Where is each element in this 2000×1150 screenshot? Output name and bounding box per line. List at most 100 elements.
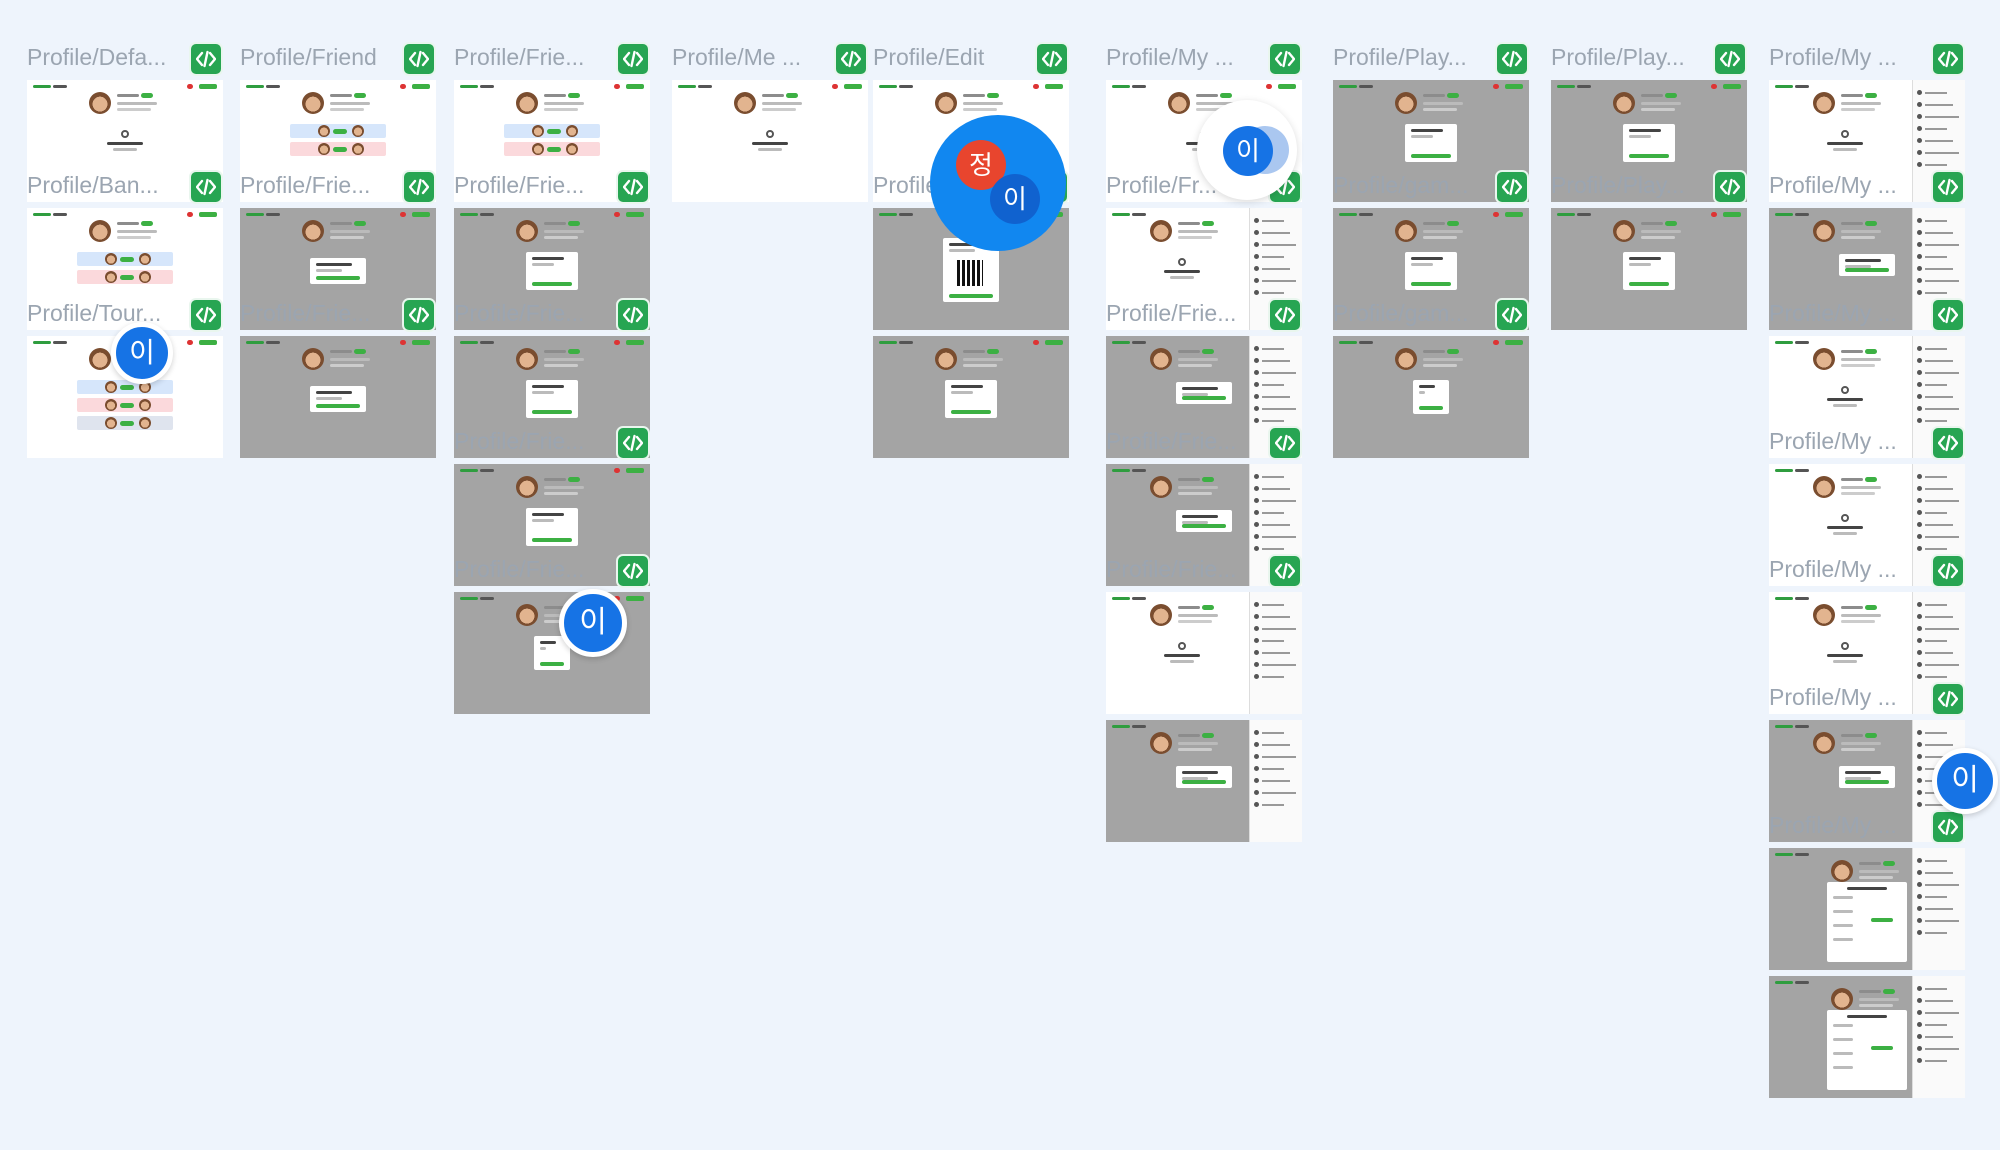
dev-mode-button[interactable] xyxy=(1713,42,1747,76)
frame-label[interactable]: Profile/Frie... xyxy=(1106,428,1237,454)
thumb-side-line xyxy=(1262,360,1290,362)
dev-mode-button[interactable] xyxy=(1495,298,1529,332)
frame-label[interactable]: Profile/Frie... xyxy=(454,300,585,326)
dev-mode-button[interactable] xyxy=(616,426,650,460)
frame-label[interactable]: Profile/Me ... xyxy=(672,44,802,70)
frame-label[interactable]: Profile/Frie... xyxy=(454,44,585,70)
frame-label[interactable]: Profile/Ban... xyxy=(27,172,159,198)
dev-mode-button[interactable] xyxy=(1495,170,1529,204)
dev-mode-button[interactable] xyxy=(1268,426,1302,460)
dev-mode-button[interactable] xyxy=(402,42,436,76)
frame-thumbnail[interactable] xyxy=(1106,592,1302,714)
collaborator-avatar[interactable]: 이 xyxy=(990,174,1040,224)
frame-card[interactable] xyxy=(1769,938,1965,1098)
dev-mode-button[interactable] xyxy=(1495,42,1529,76)
dev-mode-button[interactable] xyxy=(1268,554,1302,588)
collaborator-avatar[interactable]: 이 xyxy=(1932,748,1998,814)
dev-mode-button[interactable] xyxy=(616,298,650,332)
frame-thumbnail[interactable] xyxy=(454,80,650,202)
frame-card[interactable]: Profile/Frie... xyxy=(1106,554,1302,714)
thumb-row-avatar xyxy=(352,125,364,137)
code-brackets-icon xyxy=(1938,178,1958,196)
dev-mode-button[interactable] xyxy=(1931,810,1965,844)
frame-label[interactable]: Profile/Play... xyxy=(1333,44,1467,70)
frame-label[interactable]: Profile/Edit xyxy=(873,44,985,70)
collaborator-group[interactable]: 정 이 xyxy=(930,115,1066,251)
thumb-logo-text xyxy=(266,213,280,216)
frame-card[interactable]: Profile/Frie... xyxy=(240,298,436,458)
dev-mode-button[interactable] xyxy=(616,170,650,204)
frame-label[interactable]: Profile/Play... xyxy=(1551,172,1685,198)
frame-thumbnail[interactable] xyxy=(873,336,1069,458)
collaborator-avatar[interactable]: 이 xyxy=(559,589,627,657)
dev-mode-button[interactable] xyxy=(1931,682,1965,716)
dev-mode-button[interactable] xyxy=(402,170,436,204)
dev-mode-button[interactable] xyxy=(616,42,650,76)
thumb-logo xyxy=(1775,853,1793,856)
frame-label[interactable]: Profile/Frie... xyxy=(240,172,371,198)
thumb-modal-text xyxy=(951,391,973,394)
collaborator-group[interactable]: 이 xyxy=(1197,100,1297,200)
thumb-modal-title xyxy=(540,641,556,644)
dev-mode-button[interactable] xyxy=(834,42,868,76)
frame-thumbnail[interactable] xyxy=(1551,208,1747,330)
frame-card[interactable] xyxy=(873,298,1069,458)
frame-card[interactable]: Profile/Me ... xyxy=(672,42,868,202)
frame-thumbnail[interactable] xyxy=(1769,848,1965,970)
frame-label[interactable]: Profile/gam... xyxy=(1333,172,1469,198)
dev-mode-button[interactable] xyxy=(402,298,436,332)
frame-label[interactable]: Profile/Defa... xyxy=(27,44,167,70)
frame-card[interactable]: Profile/Frie... xyxy=(454,42,650,202)
collaborator-avatar[interactable]: 이 xyxy=(1223,126,1273,176)
frame-label[interactable]: Profile/Frie... xyxy=(1106,300,1237,326)
frame-label[interactable]: Profile/Play... xyxy=(1551,44,1685,70)
dev-mode-button[interactable] xyxy=(1035,42,1069,76)
dev-mode-button[interactable] xyxy=(189,170,223,204)
frame-label[interactable]: Profile/Frie... xyxy=(240,300,371,326)
frame-label[interactable]: Profile/Tour... xyxy=(27,300,162,326)
frame-thumbnail[interactable] xyxy=(1333,336,1529,458)
frame-card[interactable]: Profile/My ... xyxy=(1769,810,1965,970)
dev-mode-button[interactable] xyxy=(1931,170,1965,204)
thumb-logo xyxy=(1775,981,1793,984)
frame-card[interactable]: Profile/My ... xyxy=(1769,298,1965,458)
dev-mode-button[interactable] xyxy=(616,554,650,588)
frame-card[interactable]: Profile/Play... xyxy=(1551,170,1747,330)
frame-thumbnail[interactable] xyxy=(240,336,436,458)
frame-label[interactable]: Profile/My ... xyxy=(1769,556,1897,582)
thumb-side-line xyxy=(1925,488,1953,490)
dev-mode-button[interactable] xyxy=(189,298,223,332)
frame-label[interactable]: Profile/Friend xyxy=(240,44,377,70)
dev-mode-button[interactable] xyxy=(1268,298,1302,332)
frame-label[interactable]: Profile/gam... xyxy=(1333,300,1469,326)
frame-label[interactable]: Profile/My ... xyxy=(1769,684,1897,710)
frame-label[interactable]: Profile/My ... xyxy=(1106,44,1234,70)
frame-thumbnail[interactable] xyxy=(1769,976,1965,1098)
frame-label[interactable]: Profile/My ... xyxy=(1769,44,1897,70)
dev-mode-button[interactable] xyxy=(1931,554,1965,588)
dev-mode-button[interactable] xyxy=(1931,298,1965,332)
frame-card[interactable]: Profile/gam... xyxy=(1333,298,1529,458)
thumb-stats xyxy=(1841,364,1875,367)
frame-thumbnail[interactable] xyxy=(672,80,868,202)
thumb-username xyxy=(762,94,784,97)
frame-label[interactable]: Profile/Frie... xyxy=(454,172,585,198)
frame-thumbnail[interactable] xyxy=(1769,336,1965,458)
frame-label[interactable]: Profile/My ... xyxy=(1769,172,1897,198)
frame-label[interactable]: Profile/My ... xyxy=(1769,812,1897,838)
collaborator-avatar[interactable]: 이 xyxy=(111,322,173,384)
frame-card[interactable] xyxy=(1106,682,1302,842)
dev-mode-button[interactable] xyxy=(1931,426,1965,460)
dev-mode-button[interactable] xyxy=(1713,170,1747,204)
frame-label[interactable]: Profile/Frie... xyxy=(454,556,585,582)
frame-label[interactable]: Profile/My ... xyxy=(1769,428,1897,454)
frame-label[interactable]: Profile/Frie... xyxy=(454,428,585,454)
frame-label[interactable]: Profile/Frie... xyxy=(1106,556,1237,582)
frame-label[interactable]: Profile/My ... xyxy=(1769,300,1897,326)
frame-thumbnail[interactable] xyxy=(1106,720,1302,842)
thumb-avatar xyxy=(1168,92,1190,114)
thumb-stats xyxy=(330,108,364,111)
dev-mode-button[interactable] xyxy=(1268,42,1302,76)
dev-mode-button[interactable] xyxy=(189,42,223,76)
dev-mode-button[interactable] xyxy=(1931,42,1965,76)
